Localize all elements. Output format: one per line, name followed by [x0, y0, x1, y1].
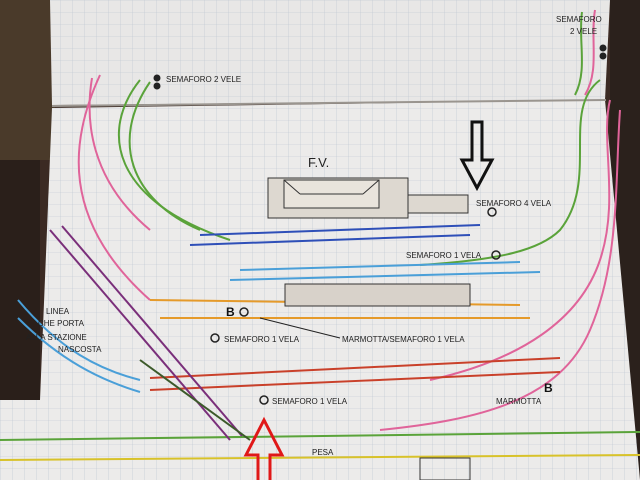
pointer-line	[259, 317, 341, 339]
red-arrow-icon	[243, 416, 285, 480]
signal-icon-marmotta	[239, 307, 249, 317]
cyan-track-1	[239, 261, 521, 271]
green-track-top-right	[574, 11, 583, 96]
label-marmotta-semaforo: MARMOTTA/SEMAFORO 1 VELA	[342, 335, 465, 344]
platform	[284, 283, 471, 307]
signal-icon-2-vele	[153, 74, 161, 90]
black-arrow-icon	[459, 120, 495, 192]
label-marmotta: MARMOTTA	[496, 397, 542, 406]
label-semaforo-1-vela-right: SEMAFORO 1 VELA	[406, 251, 482, 260]
signal-icon-1-vela-right	[491, 250, 501, 260]
label-fv: F.V.	[308, 155, 329, 170]
bottom-building	[419, 457, 471, 480]
pink-track-right-2	[379, 109, 621, 431]
page-fold	[51, 99, 607, 107]
blue-track-1	[199, 224, 481, 236]
label-semaforo-top-right: SEMAFORO	[556, 15, 602, 24]
signal-icon-1-vela-bottom	[259, 395, 269, 405]
green-track-right	[419, 79, 601, 266]
pink-track-inner-left	[88, 77, 151, 231]
label-semaforo-1-vela-bottom: SEMAFORO 1 VELA	[272, 397, 348, 406]
pink-track-top-right	[584, 9, 596, 96]
signal-icon-1-vela-middle	[210, 333, 220, 343]
red-track-2	[149, 371, 561, 391]
cyan-hidden-line-2	[17, 317, 141, 393]
green-track-bottom	[0, 431, 640, 441]
label-pesa: PESA	[312, 448, 334, 457]
pink-track-right-1	[429, 99, 611, 381]
label-linea-2: CHE PORTA	[38, 319, 85, 328]
label-linea-1: LINEA	[46, 307, 70, 316]
cyan-hidden-line-1	[17, 299, 141, 381]
marmotta-symbol-left: B	[226, 305, 235, 319]
signal-icon-4-vela	[487, 207, 497, 217]
cyan-track-2	[229, 271, 541, 281]
green-track-left-2	[128, 81, 201, 231]
red-track-1	[149, 357, 561, 379]
green-track-left-1	[117, 79, 231, 241]
left-fabric	[0, 0, 55, 160]
dark-green-diagonal	[139, 359, 251, 441]
station-building-fv	[267, 177, 469, 219]
label-linea-4: NASCOSTA	[58, 345, 102, 354]
marmotta-symbol-right: B	[544, 381, 553, 395]
label-2-vele-top-right: 2 VELE	[570, 27, 597, 36]
purple-track-1	[49, 229, 231, 441]
label-linea-3: ALLA STAZIONE	[26, 333, 87, 342]
yellow-track-bottom	[0, 454, 640, 461]
label-semaforo-1-vela-middle: SEMAFORO 1 VELA	[224, 335, 300, 344]
label-semaforo-4-vela: SEMAFORO 4 VELA	[476, 199, 552, 208]
purple-track-2	[61, 225, 243, 437]
blue-track-2	[189, 234, 471, 246]
signal-icon-top-right	[599, 44, 607, 60]
label-semaforo-2-vele: SEMAFORO 2 VELE	[166, 75, 241, 84]
